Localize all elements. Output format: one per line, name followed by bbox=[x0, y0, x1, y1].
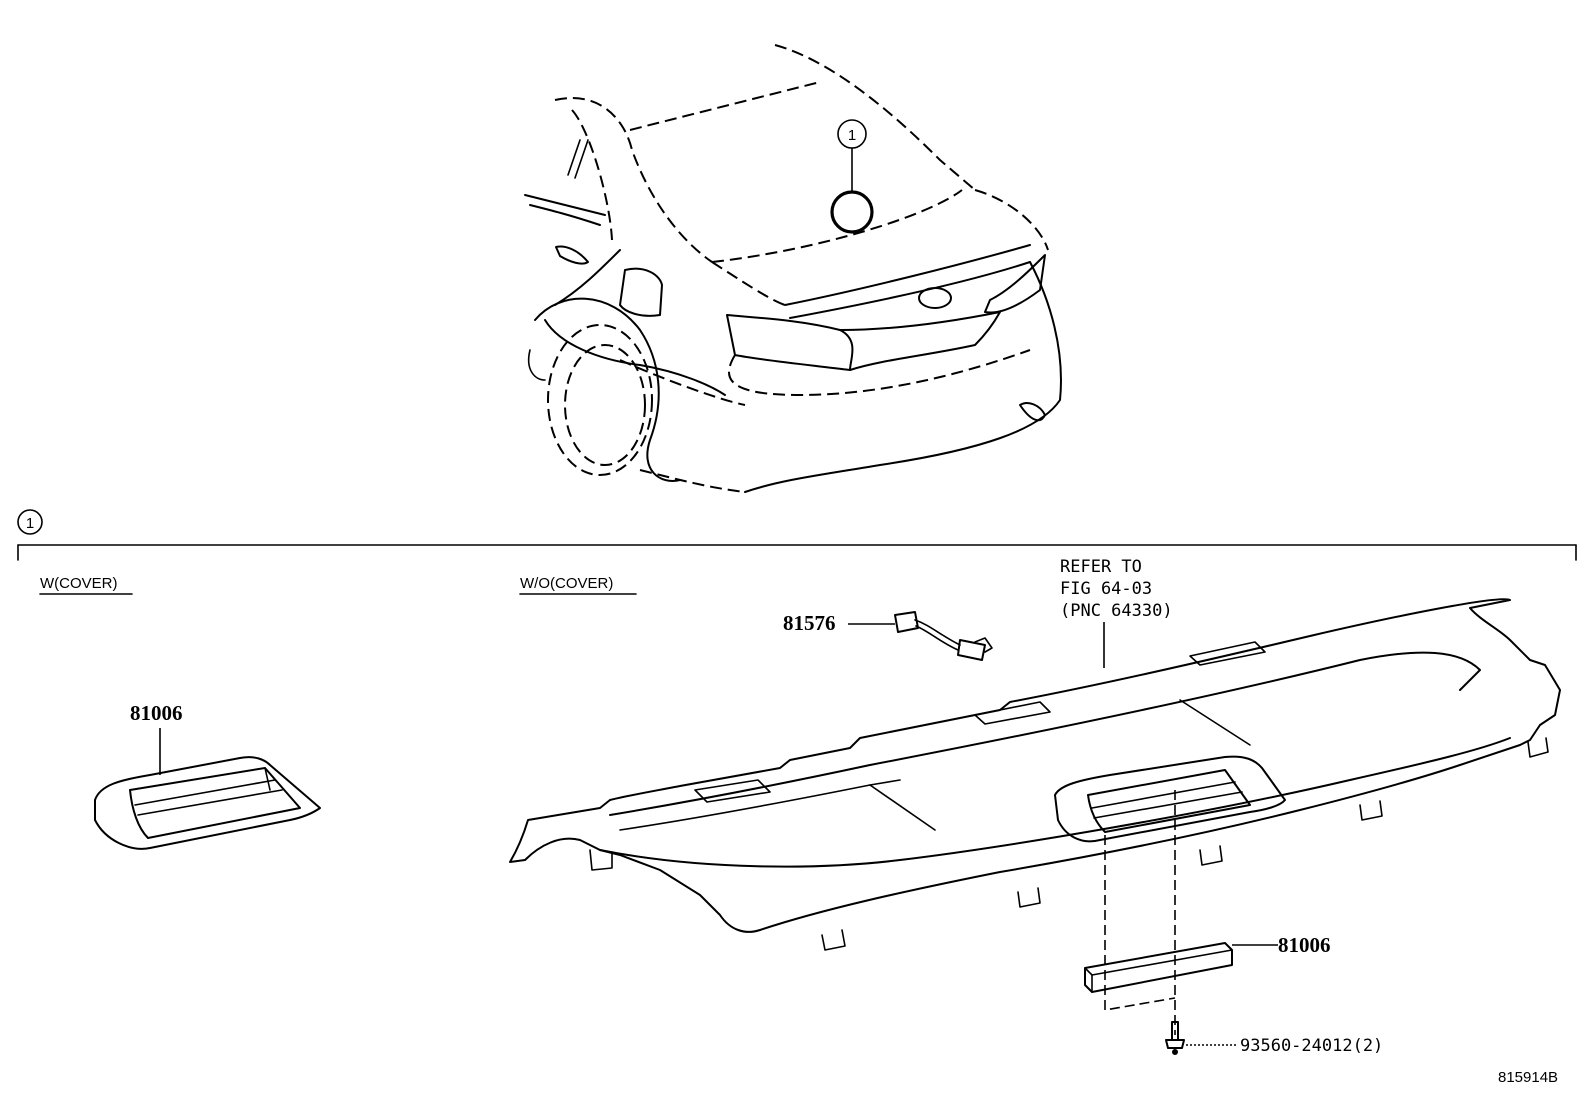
section-header: 1 bbox=[17, 509, 1577, 561]
part-number-81006-no-cover: 81006 bbox=[1278, 933, 1331, 957]
car-callout-number: 1 bbox=[848, 127, 856, 144]
screw: 93560-24012(2) bbox=[1165, 1021, 1383, 1056]
section-callout-number: 1 bbox=[26, 515, 34, 532]
lamp-with-cover: 81006 bbox=[94, 701, 321, 850]
part-number-81576: 81576 bbox=[783, 611, 836, 635]
diagram-id: 815914B bbox=[1498, 1069, 1558, 1086]
part-number-81006-cover: 81006 bbox=[130, 701, 183, 725]
refer-note-line2: FIG 64-03 bbox=[1060, 579, 1152, 599]
lamp-location-marker bbox=[830, 190, 874, 234]
rear-package-tray: REFER TO FIG 64-03 (PNC 64330) bbox=[509, 557, 1561, 951]
part-number-screw: 93560-24012(2) bbox=[1240, 1036, 1383, 1056]
car-illustration: 1 bbox=[524, 44, 1062, 493]
lamp-without-cover: 81006 bbox=[1084, 790, 1331, 1035]
variant-without-cover: W/O(COVER) bbox=[520, 575, 613, 592]
section-callout-circle bbox=[17, 509, 43, 535]
refer-note-line1: REFER TO bbox=[1060, 557, 1142, 577]
variant-with-cover: W(COVER) bbox=[40, 575, 118, 592]
refer-note-line3: (PNC 64330) bbox=[1060, 601, 1173, 621]
wire-harness: 81576 bbox=[783, 611, 993, 661]
